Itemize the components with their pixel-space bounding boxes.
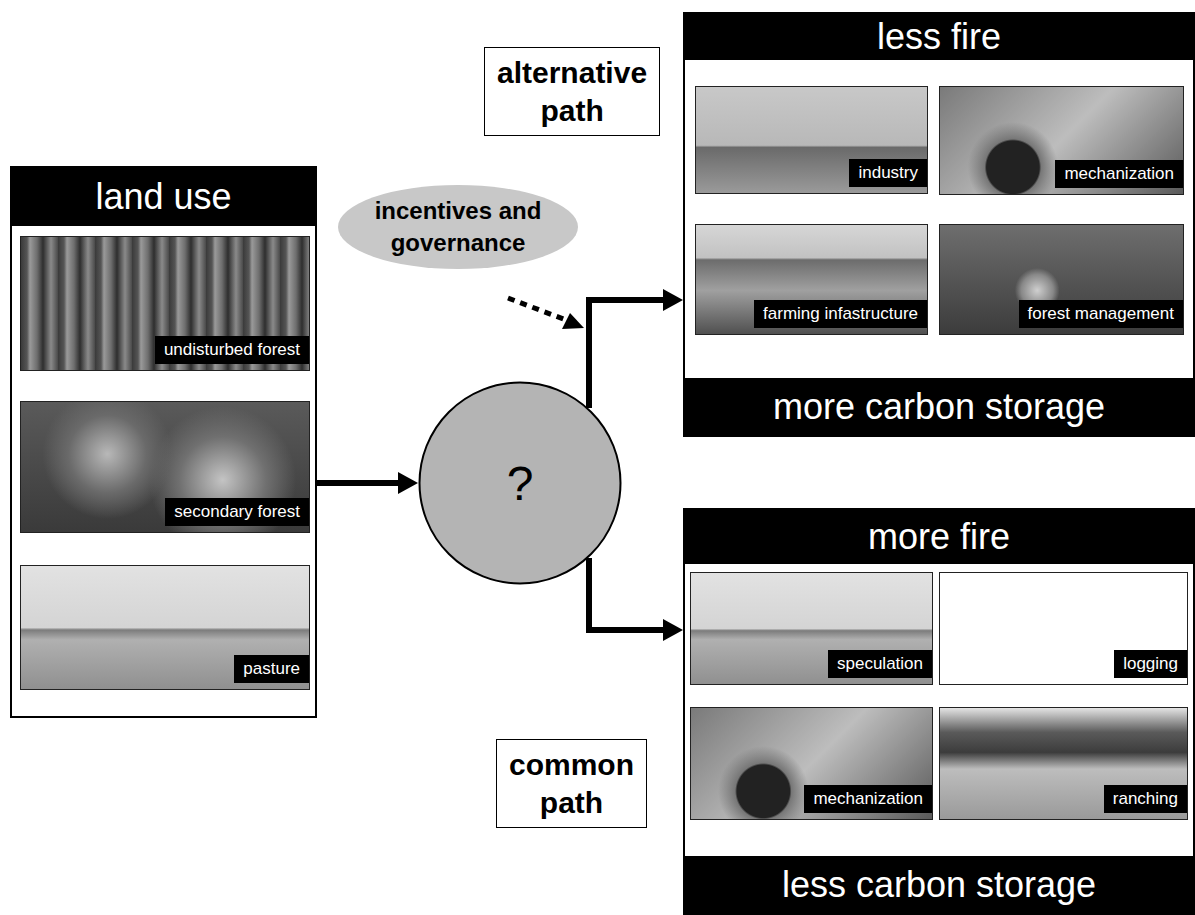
photo-caption: farming infastructure <box>763 304 918 323</box>
mechanization-photo: mechanization <box>690 707 933 820</box>
photo-caption: industry <box>858 163 918 182</box>
arrow-head <box>663 289 683 311</box>
question-mark: ? <box>507 456 534 511</box>
pasture-photo: pasture <box>20 565 310 690</box>
arrow-head <box>398 472 418 494</box>
photo-caption: secondary forest <box>174 502 300 521</box>
photo-label: mechanization <box>804 785 932 813</box>
photo-label: logging <box>1114 650 1187 678</box>
flow-arrow <box>589 289 683 408</box>
forest-management-photo: forest management <box>939 224 1184 335</box>
path-label: alternative path <box>497 54 647 129</box>
ellipse-fill <box>338 185 578 269</box>
photo-label: speculation <box>828 650 932 678</box>
photo-caption: mechanization <box>813 789 923 808</box>
farming-photo: farming infastructure <box>695 224 928 335</box>
circle-fill <box>420 383 621 584</box>
footer-band: less carbon storage <box>685 856 1193 913</box>
outcome-panel: more fire less carbon storage speculation l… <box>683 508 1195 915</box>
photo-label: forest management <box>1019 300 1183 328</box>
outcome-panel: less fire more carbon storage industry mech… <box>683 12 1195 437</box>
photo-caption: speculation <box>837 654 923 673</box>
photo-label: ranching <box>1104 785 1187 813</box>
panel-heading: land use <box>95 176 231 218</box>
header-band: less fire <box>685 14 1193 60</box>
panel-heading: more fire <box>868 516 1010 558</box>
undisturbed-forest-photo: undisturbed forest <box>20 236 310 371</box>
photo-caption: logging <box>1123 654 1178 673</box>
panel-footer: more carbon storage <box>773 386 1105 428</box>
flow-arrow <box>317 472 418 494</box>
speculation-photo: speculation <box>690 572 933 685</box>
logging-photo: logging <box>939 572 1188 685</box>
ellipse-label: incentives and governance <box>358 195 558 260</box>
dotted-arrow-head <box>562 313 584 329</box>
photo-label: undisturbed forest <box>155 336 309 364</box>
industry-photo: industry <box>695 86 928 194</box>
path-label-box: alternative path <box>484 47 660 136</box>
arrow-head <box>663 619 683 641</box>
path-label-box: common path <box>496 739 647 828</box>
header-band: more fire <box>685 510 1193 564</box>
mechanization-photo: mechanization <box>939 86 1184 195</box>
photo-caption: undisturbed forest <box>164 340 300 359</box>
path-label: common path <box>509 746 634 821</box>
panel-footer: less carbon storage <box>782 864 1096 906</box>
flow-arrow <box>589 558 683 641</box>
flow-line <box>589 558 663 630</box>
ranching-photo: ranching <box>939 707 1188 820</box>
decision-circle: ? <box>418 381 622 585</box>
photo-caption: ranching <box>1113 789 1178 808</box>
header-band: land use <box>12 168 315 226</box>
flow-line <box>589 300 663 408</box>
footer-band: more carbon storage <box>685 378 1193 435</box>
secondary-forest-photo: secondary forest <box>20 401 310 533</box>
photo-label: industry <box>849 159 927 187</box>
photo-label: mechanization <box>1055 160 1183 188</box>
photo-caption: pasture <box>243 659 300 678</box>
photo-label: secondary forest <box>165 498 309 526</box>
flow-line <box>317 480 398 486</box>
photo-label: pasture <box>234 655 309 683</box>
incentives-ellipse: incentives and governance <box>338 185 578 269</box>
photo-label: farming infastructure <box>754 300 927 328</box>
panel-heading: less fire <box>877 16 1001 58</box>
dotted-influence-arrow <box>508 298 566 320</box>
land-use-panel: land use undisturbed forest secondary fore… <box>10 166 317 718</box>
photo-caption: forest management <box>1028 304 1174 323</box>
photo-caption: mechanization <box>1064 164 1174 183</box>
